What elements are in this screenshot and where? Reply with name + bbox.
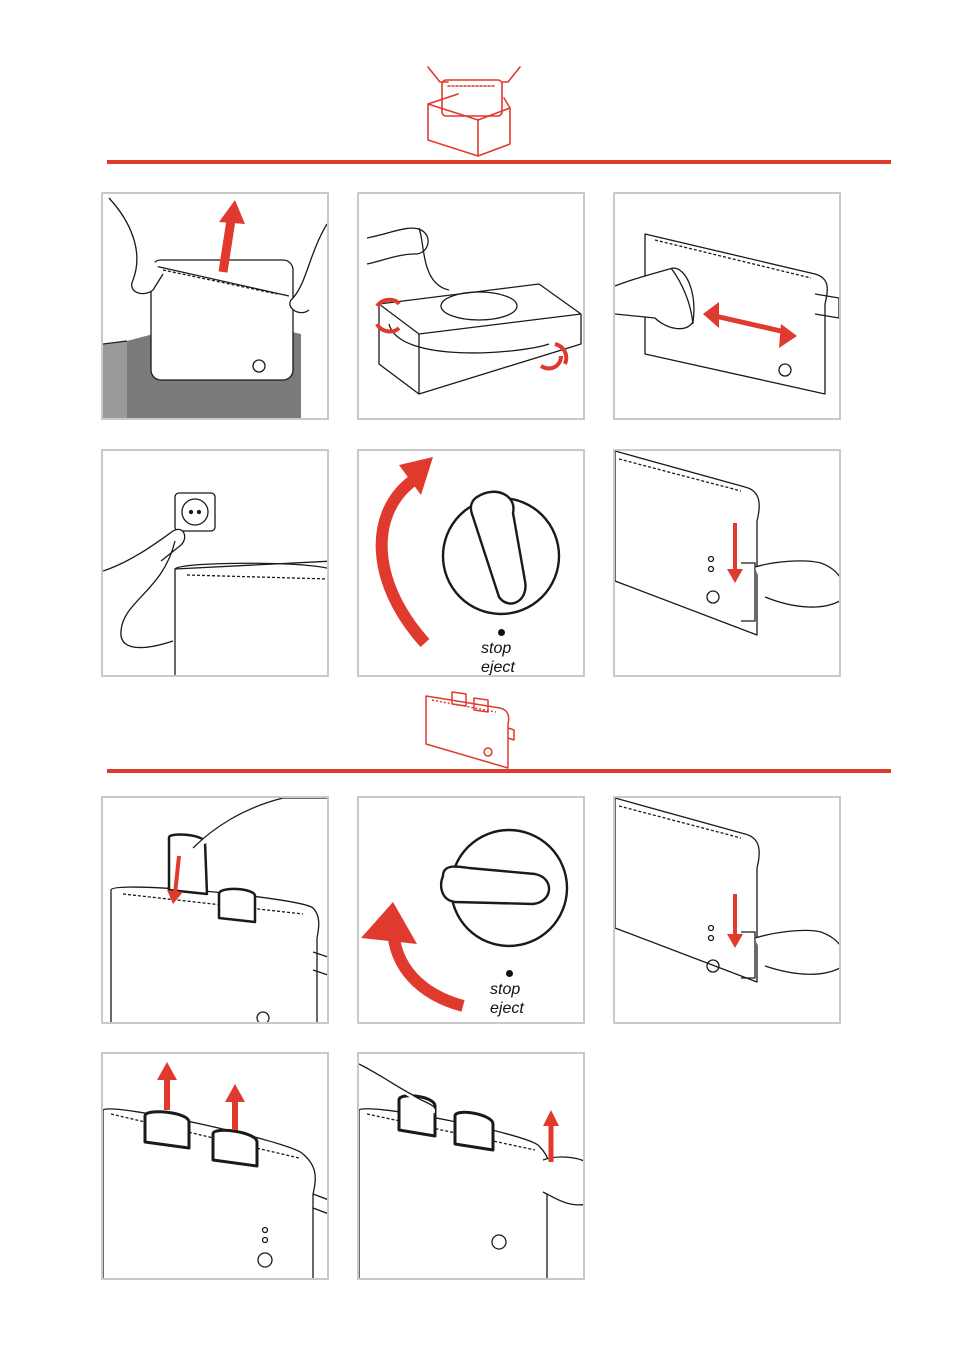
stop-indicator-dot <box>498 629 505 636</box>
step-5-set-dial: stop eject <box>357 449 585 677</box>
step-6-press-lever <box>613 449 841 677</box>
eject-text: eject <box>481 658 515 677</box>
step-9-press-lever <box>613 796 841 1024</box>
section-divider <box>107 160 891 164</box>
step-1-lift-from-box <box>101 192 329 420</box>
section-divider <box>107 769 891 773</box>
unboxing-icon <box>418 62 530 158</box>
step-2-unwind-cord <box>357 192 585 420</box>
stop-eject-label: stop eject <box>481 639 515 677</box>
eject-text: eject <box>490 999 524 1018</box>
step-8-set-browning: stop eject <box>357 796 585 1024</box>
step-3-wipe-clean <box>613 192 841 420</box>
stop-text: stop <box>481 639 515 658</box>
stop-text: stop <box>490 980 524 999</box>
toaster-icon <box>422 688 516 770</box>
step-4-plug-in <box>101 449 329 677</box>
step-10-toast-pops-up <box>101 1052 329 1280</box>
stop-eject-label: stop eject <box>490 980 524 1018</box>
step-11-lift-lever-remove <box>357 1052 585 1280</box>
step-7-insert-bread <box>101 796 329 1024</box>
stop-indicator-dot <box>506 970 513 977</box>
